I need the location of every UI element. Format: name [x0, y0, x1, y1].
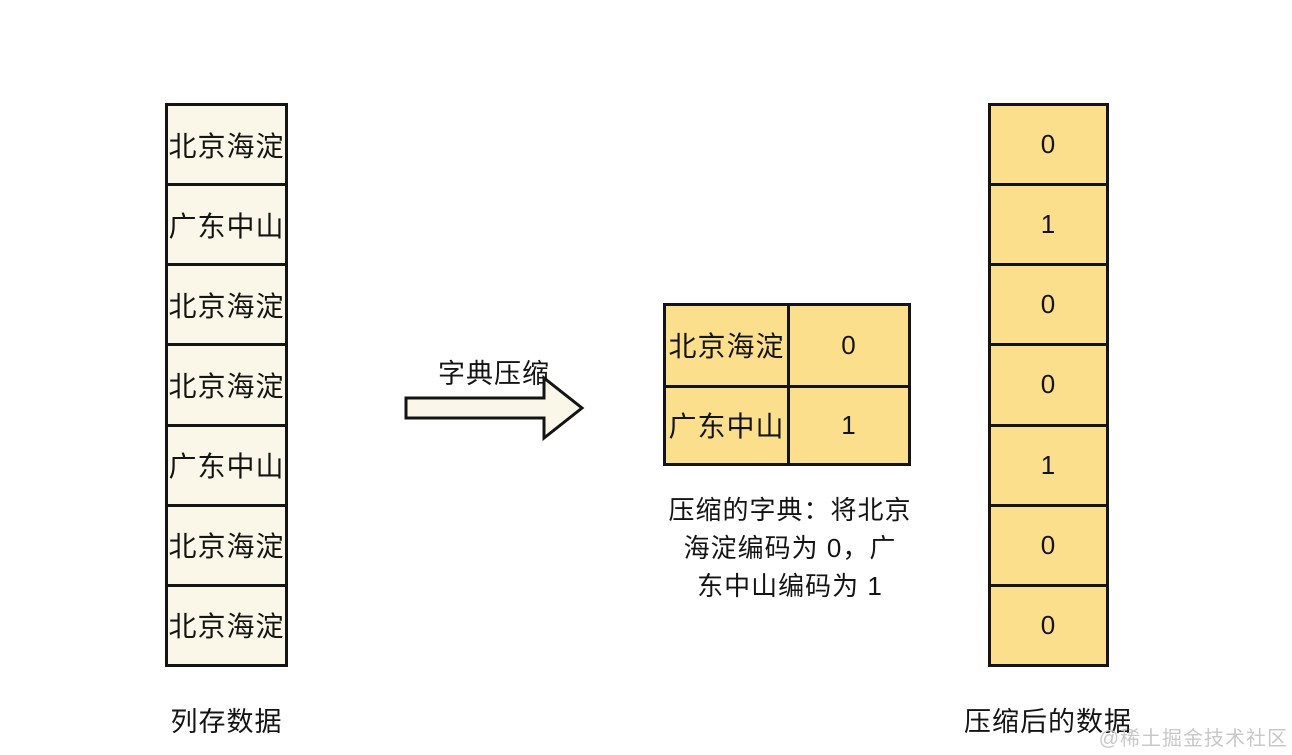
data-cell: 北京海淀 — [168, 346, 285, 427]
dictionary-caption: 压缩的字典：将北京 海淀编码为 0，广 东中山编码为 1 — [640, 491, 940, 605]
dictionary-table: 北京海淀 0 广东中山 1 — [663, 303, 911, 466]
code-cell: 1 — [991, 186, 1106, 267]
column-store-label: 列存数据 — [170, 707, 283, 737]
dictionary-key: 北京海淀 — [668, 331, 785, 363]
dictionary-caption-line: 东中山编码为 1 — [697, 571, 883, 601]
data-cell: 北京海淀 — [168, 611, 285, 643]
compressed-data-stack: 0 1 0 0 1 0 0 — [988, 103, 1109, 667]
code-cell: 0 — [1040, 609, 1057, 640]
code-cell: 0 — [991, 106, 1106, 187]
data-cell: 广东中山 — [168, 427, 285, 507]
compressed-data-label: 压缩后的数据 — [964, 707, 1132, 737]
data-cell: 北京海淀 — [168, 507, 285, 587]
arrow-label: 字典压缩 — [438, 359, 550, 389]
code-cell: 0 — [991, 507, 1106, 587]
code-cell: 0 — [991, 266, 1106, 347]
dictionary-code: 1 — [787, 384, 908, 463]
dictionary-key: 广东中山 — [666, 384, 787, 464]
data-cell: 广东中山 — [168, 186, 285, 267]
watermark: @稀土掘金技术社区 — [1098, 728, 1288, 750]
code-cell: 1 — [991, 427, 1106, 507]
code-cell: 0 — [991, 346, 1106, 427]
dictionary-caption-line: 海淀编码为 0，广 — [683, 533, 897, 563]
right-arrow-icon — [404, 374, 585, 442]
dictionary-code: 0 — [787, 306, 908, 385]
dictionary-caption-line: 压缩的字典：将北京 — [668, 495, 912, 525]
data-cell: 北京海淀 — [168, 266, 285, 347]
column-store-data-stack: 北京海淀 广东中山 北京海淀 北京海淀 广东中山 北京海淀 北京海淀 — [165, 103, 288, 667]
data-cell: 北京海淀 — [168, 106, 285, 187]
